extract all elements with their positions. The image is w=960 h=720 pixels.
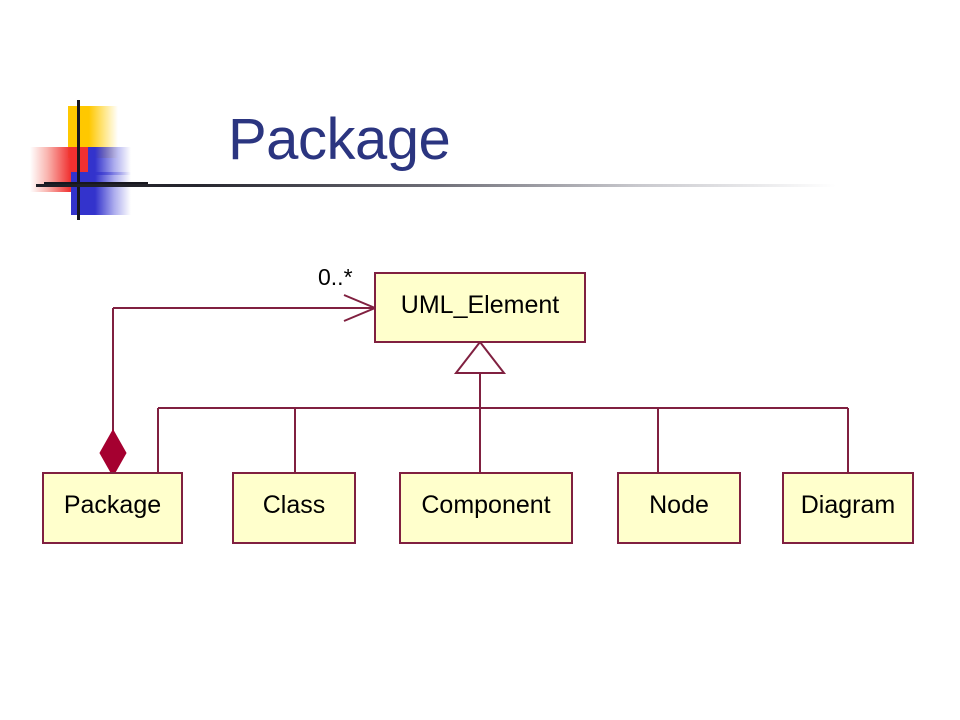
class-boxes bbox=[42, 272, 914, 544]
logo-blue-square bbox=[71, 172, 131, 215]
logo-vertical-line bbox=[77, 100, 80, 220]
page-title: Package bbox=[228, 107, 451, 172]
class-box-component bbox=[399, 472, 573, 544]
logo-horizontal-line bbox=[44, 182, 148, 185]
class-label-uml-element: UML_Element bbox=[400, 291, 560, 319]
class-box-node bbox=[617, 472, 741, 544]
class-box-diagram bbox=[782, 472, 914, 544]
class-label-package: Package bbox=[63, 491, 162, 519]
class-label-component: Component bbox=[421, 491, 551, 519]
class-box-uml-element bbox=[374, 272, 586, 343]
class-label-diagram: Diagram bbox=[800, 491, 896, 519]
inheritance-triangle-icon bbox=[453, 340, 507, 374]
composition-diamond-icon bbox=[99, 428, 127, 478]
class-box-class bbox=[232, 472, 356, 544]
generalization-connector bbox=[157, 340, 849, 473]
decorative-logo bbox=[28, 100, 148, 220]
class-box-package bbox=[42, 472, 183, 544]
multiplicity-label: 0..* bbox=[318, 264, 353, 290]
composition-connector bbox=[99, 294, 378, 478]
class-label-node: Node bbox=[649, 491, 709, 519]
class-label-class: Class bbox=[262, 491, 326, 519]
title-underline-rule bbox=[36, 184, 836, 187]
